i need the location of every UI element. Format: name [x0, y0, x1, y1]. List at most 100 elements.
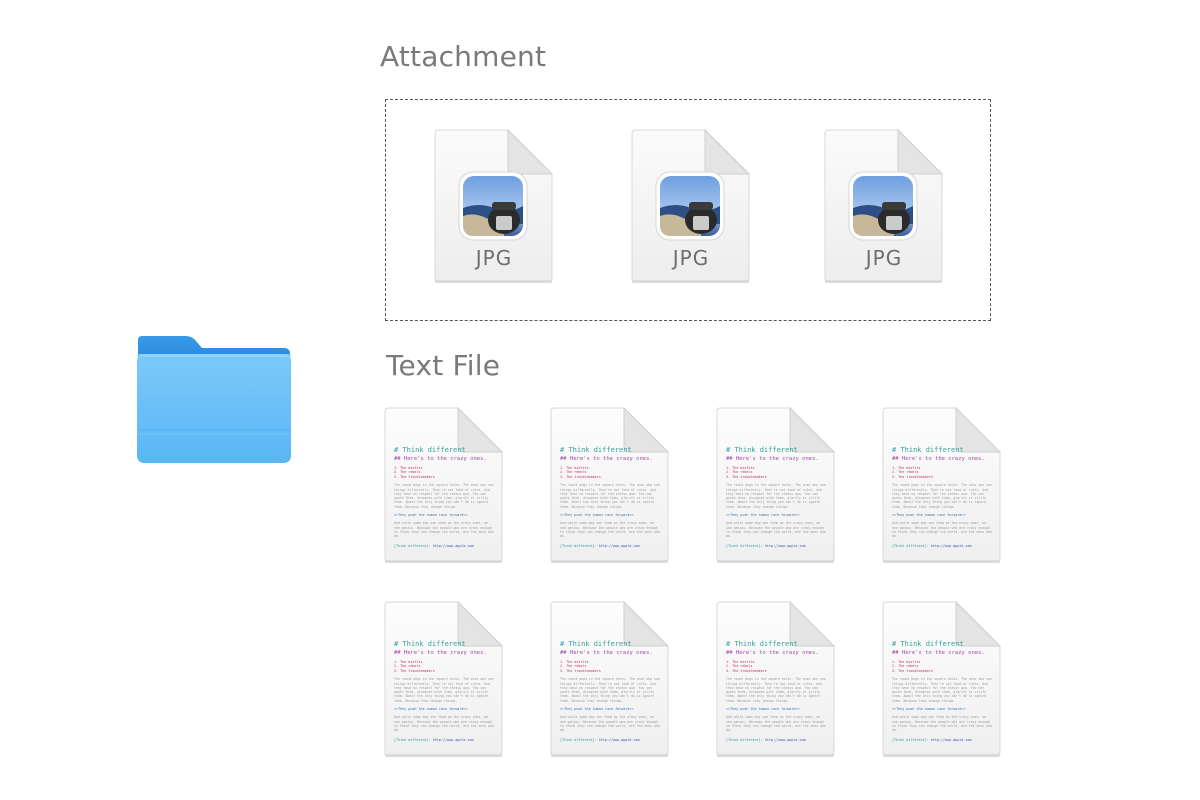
preview-link: [Think different]: http://www.apple.com	[394, 738, 494, 742]
preview-heading: # Think different	[726, 640, 798, 648]
text-preview: # Think different ## Here's to the crazy…	[560, 640, 660, 742]
preview-link: [Think different]: http://www.apple.com	[892, 738, 992, 742]
preview-link-url: http://www.apple.com	[432, 543, 474, 548]
preview-list-item: 2. The rebels	[394, 664, 421, 669]
text-preview: # Think different ## Here's to the crazy…	[726, 640, 826, 742]
preview-paragraph: And while some may see them as the crazy…	[394, 521, 494, 539]
jpg-file[interactable]: JPG	[824, 128, 944, 284]
preview-list-item: 1. The misfits	[892, 466, 921, 470]
preview-list-item: 1. The misfits	[892, 660, 921, 664]
document-icon	[550, 406, 670, 563]
text-file[interactable]: # Think different ## Here's to the crazy…	[882, 406, 1002, 564]
preview-list-item: 3. The troublemakers	[394, 474, 435, 479]
preview-link: [Think different]: http://www.apple.com	[560, 738, 660, 742]
preview-link-url: http://www.apple.com	[930, 543, 972, 548]
preview-paragraph: And while some may see them as the crazy…	[726, 715, 826, 733]
preview-quote: >>They push the human race forward<<	[394, 707, 468, 711]
preview-list-item: 1. The misfits	[560, 660, 589, 664]
preview-list-item: 1. The misfits	[394, 660, 423, 664]
preview-link-text: [Think different]:	[892, 737, 931, 742]
jpg-file[interactable]: JPG	[631, 128, 751, 284]
preview-subheading: ## Here's to the crazy ones.	[394, 650, 487, 656]
preview-link-url: http://www.apple.com	[764, 737, 806, 742]
preview-heading: # Think different	[892, 640, 964, 648]
preview-list-item: 1. The misfits	[726, 660, 755, 664]
preview-link-url: http://www.apple.com	[930, 737, 972, 742]
document-icon	[631, 128, 751, 283]
preview-quote: >>They push the human race forward<<	[726, 513, 800, 517]
text-file[interactable]: # Think different ## Here's to the crazy…	[384, 406, 504, 564]
text-file[interactable]: # Think different ## Here's to the crazy…	[716, 600, 836, 758]
preview-list-item: 2. The rebels	[560, 470, 587, 475]
preview-paragraph: And while some may see them as the crazy…	[394, 715, 494, 733]
file-type-label: JPG	[865, 246, 903, 270]
preview-link-url: http://www.apple.com	[598, 737, 640, 742]
preview-list-item: 2. The rebels	[892, 470, 919, 475]
preview-subheading: ## Here's to the crazy ones.	[892, 650, 985, 656]
preview-paragraph: The round pegs in the square holes. The …	[726, 483, 826, 509]
text-file[interactable]: # Think different ## Here's to the crazy…	[550, 600, 670, 758]
preview-paragraph: The round pegs in the square holes. The …	[394, 677, 494, 703]
text-preview: # Think different ## Here's to the crazy…	[394, 640, 494, 742]
file-type-label: JPG	[475, 246, 513, 270]
preview-app-icon	[655, 171, 725, 241]
preview-quote: >>They push the human race forward<<	[394, 513, 468, 517]
preview-link-url: http://www.apple.com	[432, 737, 474, 742]
preview-subheading: ## Here's to the crazy ones.	[560, 650, 653, 656]
document-icon	[824, 128, 944, 283]
preview-list-item: 3. The troublemakers	[726, 668, 767, 673]
text-preview: # Think different ## Here's to the crazy…	[394, 446, 494, 548]
preview-paragraph: And while some may see them as the crazy…	[560, 715, 660, 733]
preview-link-url: http://www.apple.com	[764, 543, 806, 548]
document-icon	[716, 600, 836, 757]
text-file-section-title: Text File	[386, 349, 501, 382]
preview-paragraph: The round pegs in the square holes. The …	[726, 677, 826, 703]
text-file[interactable]: # Think different ## Here's to the crazy…	[550, 406, 670, 564]
preview-link: [Think different]: http://www.apple.com	[394, 544, 494, 548]
preview-paragraph: And while some may see them as the crazy…	[726, 521, 826, 539]
folder-icon[interactable]	[136, 332, 292, 464]
text-file[interactable]: # Think different ## Here's to the crazy…	[384, 600, 504, 758]
preview-paragraph: And while some may see them as the crazy…	[892, 715, 992, 733]
preview-paragraph: The round pegs in the square holes. The …	[560, 483, 660, 509]
preview-list-item: 2. The rebels	[726, 664, 753, 669]
preview-link-text: [Think different]:	[560, 543, 599, 548]
text-preview: # Think different ## Here's to the crazy…	[892, 446, 992, 548]
preview-heading: # Think different	[394, 446, 466, 454]
preview-list-item: 3. The troublemakers	[394, 668, 435, 673]
preview-heading: # Think different	[726, 446, 798, 454]
preview-list-item: 2. The rebels	[560, 664, 587, 669]
preview-quote: >>They push the human race forward<<	[560, 707, 634, 711]
attachment-section-title: Attachment	[380, 40, 547, 73]
document-icon	[384, 600, 504, 757]
text-preview: # Think different ## Here's to the crazy…	[726, 446, 826, 548]
preview-list-item: 3. The troublemakers	[892, 474, 933, 479]
document-icon	[384, 406, 504, 563]
preview-list-item: 1. The misfits	[560, 466, 589, 470]
preview-paragraph: And while some may see them as the crazy…	[892, 521, 992, 539]
jpg-file[interactable]: JPG	[434, 128, 554, 284]
preview-link-text: [Think different]:	[726, 737, 765, 742]
preview-paragraph: The round pegs in the square holes. The …	[394, 483, 494, 509]
preview-link: [Think different]: http://www.apple.com	[726, 544, 826, 548]
text-file[interactable]: # Think different ## Here's to the crazy…	[882, 600, 1002, 758]
preview-subheading: ## Here's to the crazy ones.	[892, 456, 985, 462]
preview-list-item: 2. The rebels	[726, 470, 753, 475]
text-file[interactable]: # Think different ## Here's to the crazy…	[716, 406, 836, 564]
preview-list-item: 3. The troublemakers	[726, 474, 767, 479]
preview-link: [Think different]: http://www.apple.com	[892, 544, 992, 548]
preview-list-item: 2. The rebels	[892, 664, 919, 669]
document-icon	[716, 406, 836, 563]
preview-paragraph: The round pegs in the square holes. The …	[892, 677, 992, 703]
preview-list-item: 3. The troublemakers	[560, 474, 601, 479]
text-preview: # Think different ## Here's to the crazy…	[892, 640, 992, 742]
preview-subheading: ## Here's to the crazy ones.	[394, 456, 487, 462]
preview-subheading: ## Here's to the crazy ones.	[726, 650, 819, 656]
attachment-drop-zone[interactable]	[385, 99, 991, 321]
preview-link: [Think different]: http://www.apple.com	[726, 738, 826, 742]
preview-list-item: 3. The troublemakers	[892, 668, 933, 673]
preview-app-icon	[848, 171, 918, 241]
preview-list-item: 1. The misfits	[394, 466, 423, 470]
preview-link: [Think different]: http://www.apple.com	[560, 544, 660, 548]
preview-link-text: [Think different]:	[892, 543, 931, 548]
